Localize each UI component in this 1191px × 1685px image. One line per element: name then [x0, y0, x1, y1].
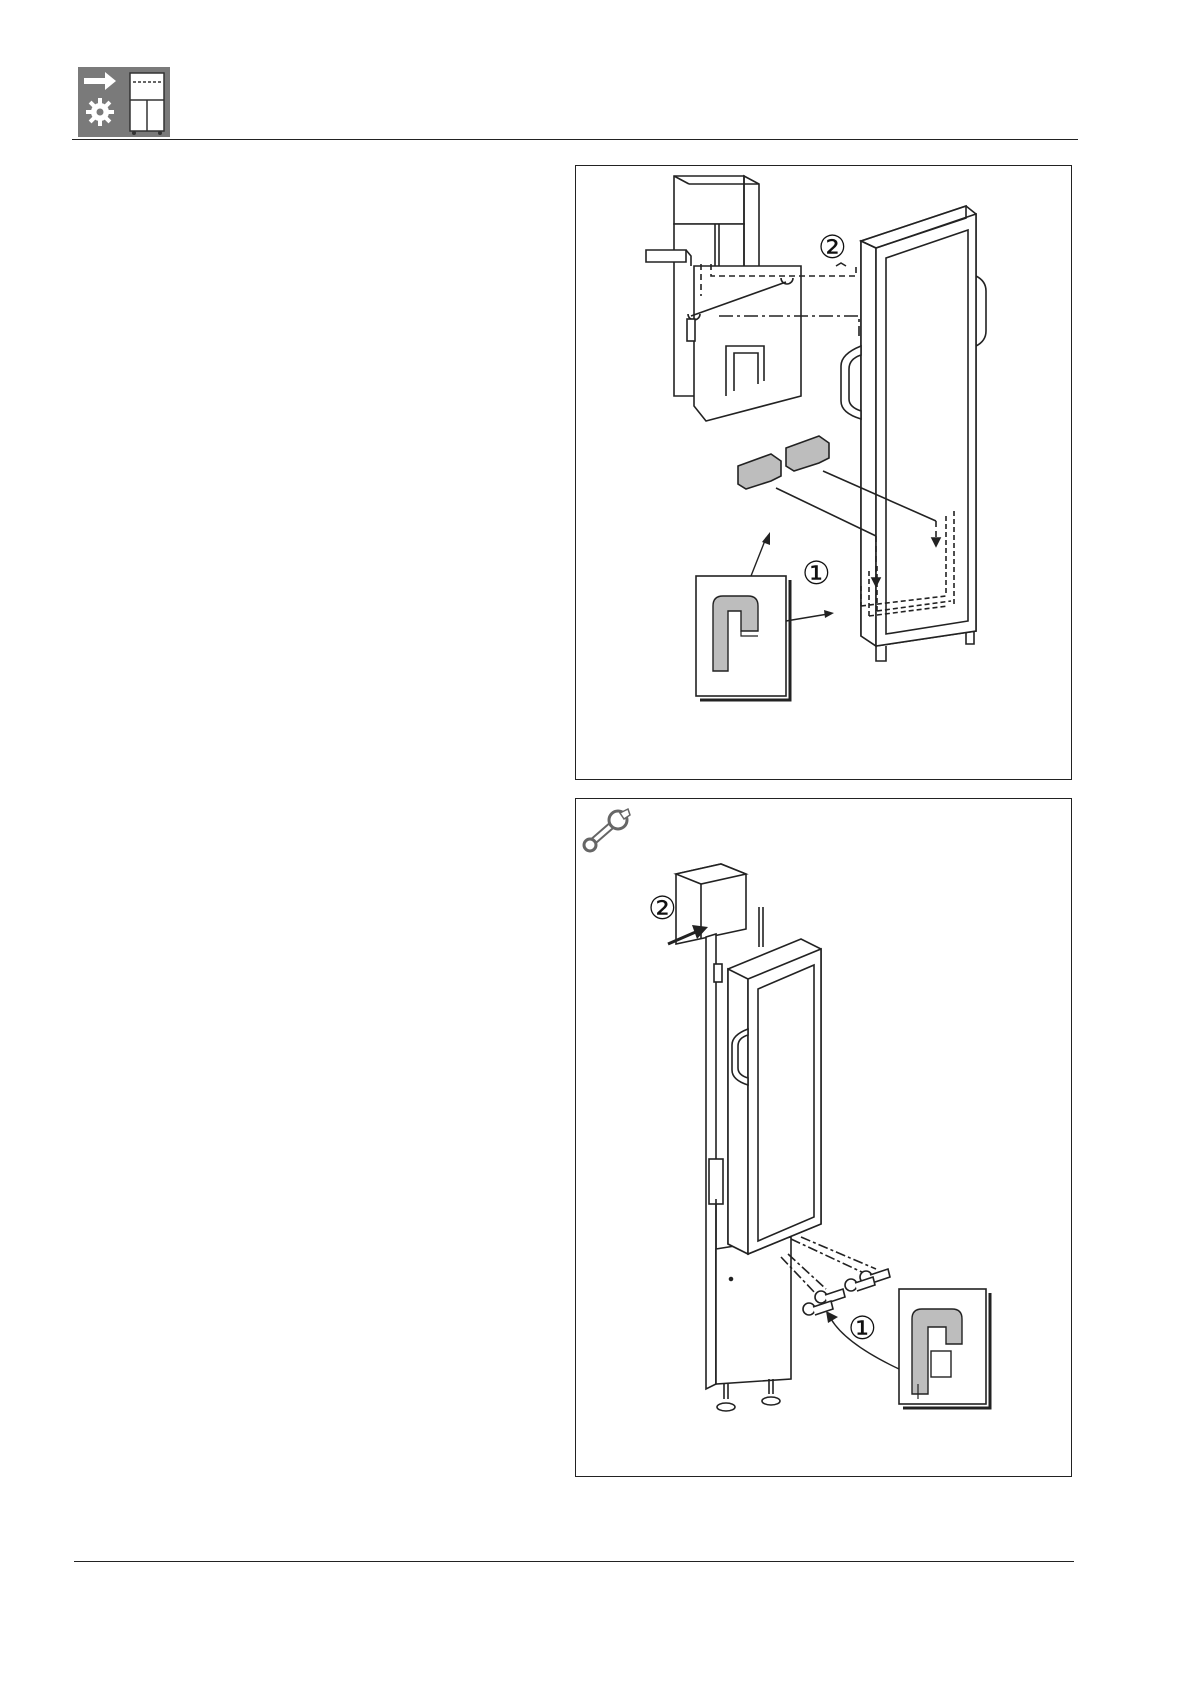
door-installation-illustration: ② ①	[576, 799, 1071, 1476]
header-divider	[72, 139, 1078, 140]
callout-2: ②	[818, 228, 847, 266]
door-hook-illustration: ② ①	[576, 166, 1071, 779]
wrench-icon	[584, 809, 630, 851]
callout-1: ①	[848, 1309, 877, 1347]
figure-door-installation: ② ①	[575, 798, 1072, 1477]
figure-door-hook-mounting: ② ①	[575, 165, 1072, 780]
callout-2: ②	[648, 889, 677, 927]
installation-icon	[78, 67, 170, 137]
footer-divider	[74, 1561, 1074, 1562]
callout-1: ①	[802, 554, 831, 592]
